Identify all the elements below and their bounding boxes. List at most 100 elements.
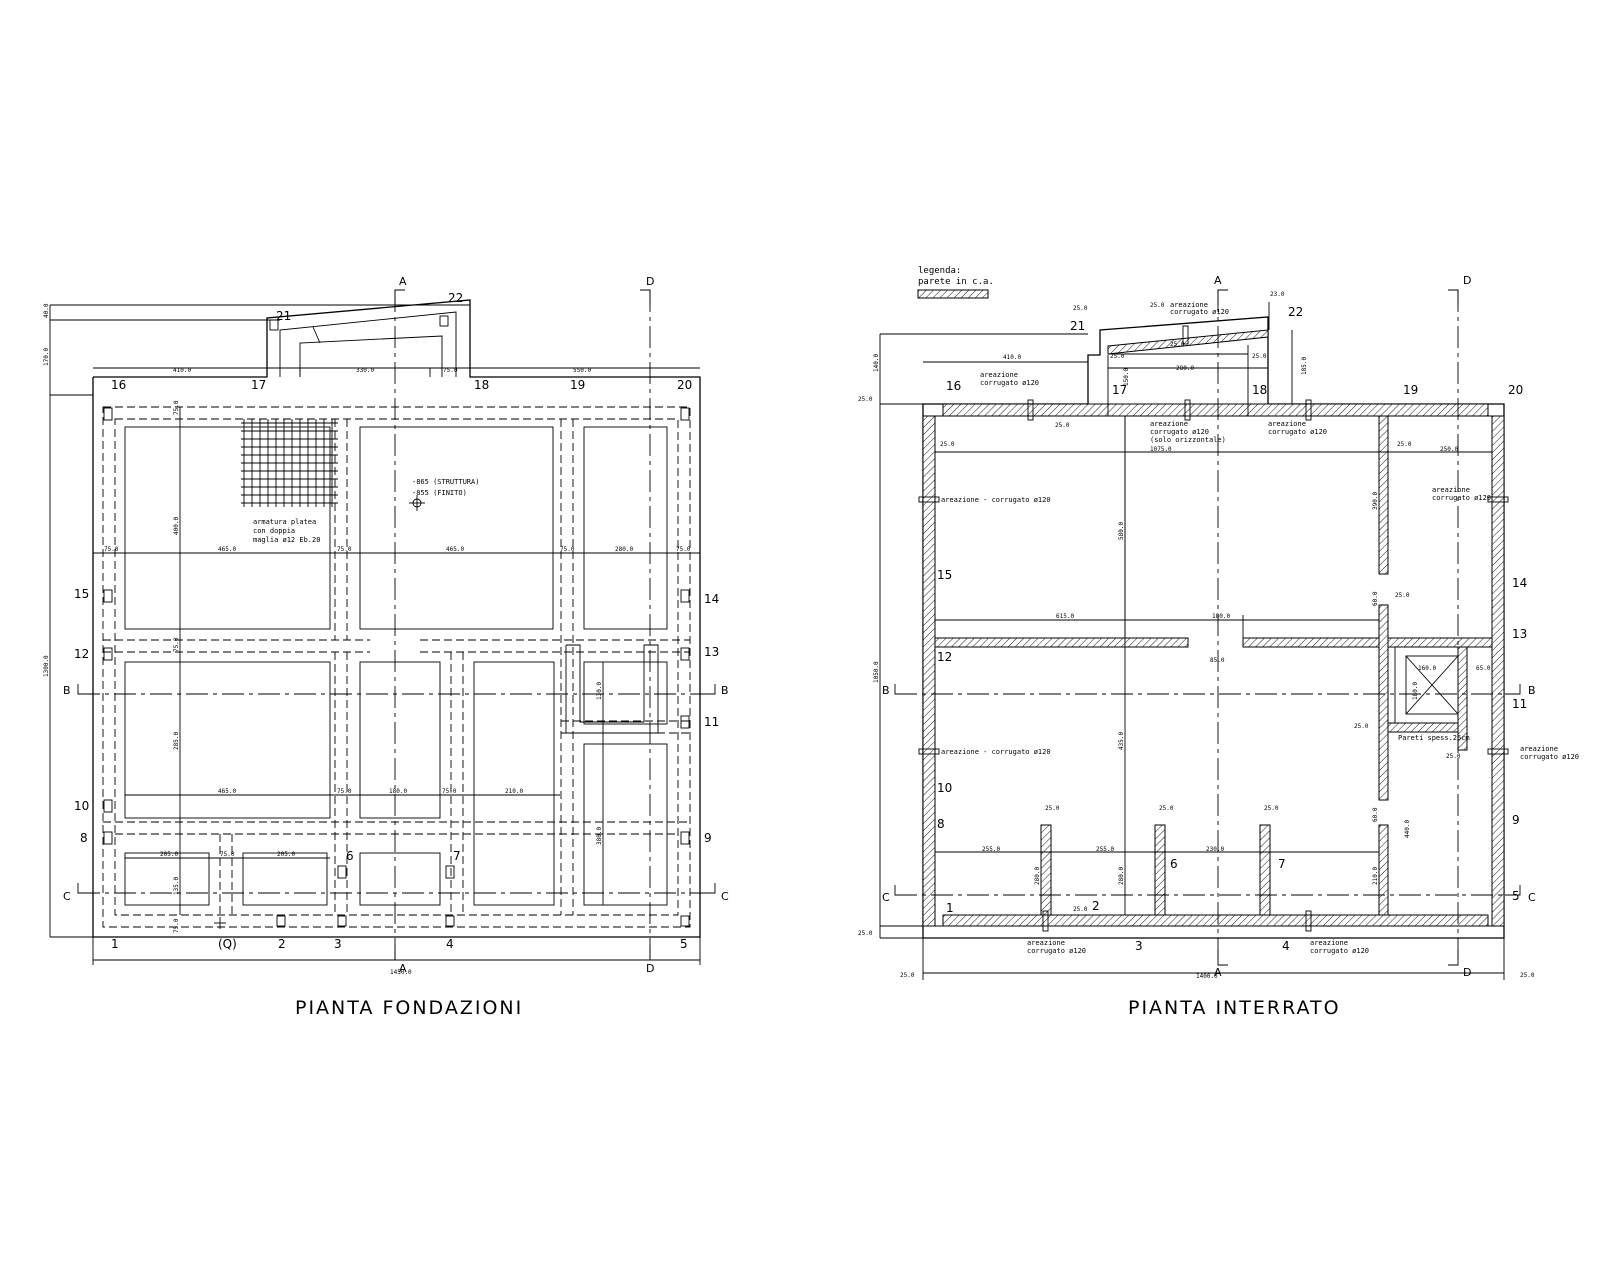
point-label: 21 [1070, 319, 1085, 333]
slab-note-line: con doppia [253, 527, 295, 535]
dim-label: 65.0 [1476, 665, 1491, 672]
point-label: 17 [251, 378, 266, 392]
point-label: 4 [446, 937, 454, 951]
section-b-left: B [882, 684, 890, 697]
basement-title: PIANTA INTERRATO [1128, 997, 1341, 1019]
dim-label: 25.0 [1045, 805, 1060, 812]
dim-label: 25.0 [1159, 805, 1174, 812]
dim-label: 180.0 [389, 788, 407, 795]
point-label: 8 [80, 831, 88, 845]
vent-note: areazione [980, 371, 1018, 379]
point-label: 12 [74, 647, 89, 661]
basement-dimension-labels: 1400.0 1050.0 140.0 25.0 25.0 25.0 25.0 … [858, 291, 1535, 980]
dim-label: 25.0 [1150, 302, 1165, 309]
section-d-top: D [646, 275, 654, 288]
point-label: 3 [334, 937, 342, 951]
point-label: 20 [677, 378, 692, 392]
dim-label: 255.0 [982, 846, 1000, 853]
dim-label: 140.0 [873, 354, 880, 372]
point-label: 20 [1508, 383, 1523, 397]
dim-label: 1050.0 [873, 661, 880, 683]
dim-label: 280.0 [1176, 365, 1194, 372]
dim-label: 75.0 [173, 918, 180, 933]
point-label: 7 [1278, 857, 1286, 871]
point-label: 16 [946, 379, 961, 393]
foundation-title: PIANTA FONDAZIONI [295, 997, 523, 1019]
dim-label: 75.0 [220, 851, 235, 858]
dim-label: 75.0 [104, 546, 119, 553]
point-label: 18 [1252, 383, 1267, 397]
section-c-left: C [882, 891, 890, 904]
basement-plan: legenda: parete in c.a. [858, 266, 1579, 1019]
point-label: 8 [937, 817, 945, 831]
point-label: 10 [74, 799, 89, 813]
legend: legenda: parete in c.a. [917, 266, 994, 299]
section-d-bottom: D [646, 962, 654, 975]
point-label: 13 [704, 645, 719, 659]
dim-label: 330.0 [356, 367, 374, 374]
dim-label: 465.0 [218, 546, 236, 553]
vent-note: areazione - corrugato ø120 [941, 496, 1051, 504]
dim-label: 180.0 [1212, 613, 1230, 620]
dim-label: 465.0 [446, 546, 464, 553]
point-label: 6 [1170, 857, 1178, 871]
point-label: 15 [74, 587, 89, 601]
dim-label: 550.0 [573, 367, 591, 374]
dim-label: 435.0 [1118, 732, 1125, 750]
basement-notes: areazione corrugato ø120 areazione corru… [941, 301, 1579, 955]
point-label: 5 [680, 937, 688, 951]
point-label-q: (Q) [218, 937, 237, 951]
dim-label: 25.0 [900, 972, 915, 979]
legend-item-label: parete in c.a. [918, 277, 994, 287]
dim-label: 160.0 [1418, 665, 1436, 672]
foundation-section-lines [77, 289, 716, 961]
dim-label: 170.0 [43, 348, 50, 366]
basement-inner-lines [1087, 330, 1269, 647]
dim-label: 60.0 [1372, 807, 1379, 822]
point-label: 7 [453, 849, 461, 863]
section-a-top: A [1214, 274, 1222, 287]
point-label: 2 [278, 937, 286, 951]
legend-hatch-swatch [917, 289, 989, 299]
dim-label: 400.0 [173, 517, 180, 535]
dim-label: 25.0 [1397, 441, 1412, 448]
dim-label: 75.0 [442, 788, 457, 795]
point-label: 12 [937, 650, 952, 664]
foundation-beams [102, 406, 691, 928]
point-label: 4 [1282, 939, 1290, 953]
foundation-dimensions [49, 304, 701, 965]
basement-walls [922, 329, 1505, 927]
dim-label: 280.0 [615, 546, 633, 553]
dim-label: 410.0 [173, 367, 191, 374]
point-label: 21 [276, 309, 291, 323]
dim-label: 1075.0 [1150, 446, 1172, 453]
foundation-notes: armatura platea con doppia maglia ø12 Eb… [253, 478, 479, 544]
point-label: 14 [1512, 576, 1527, 590]
dim-label: 25.0 [1264, 805, 1279, 812]
dim-label: 410.0 [1003, 354, 1021, 361]
point-label: 15 [937, 568, 952, 582]
point-label: 13 [1512, 627, 1527, 641]
vent-note: corrugato ø120 [1432, 494, 1491, 502]
lift-shaft [1394, 647, 1459, 723]
point-label: 14 [704, 592, 719, 606]
dim-label: 185.0 [1301, 357, 1308, 375]
point-label: 10 [937, 781, 952, 795]
section-d-top: D [1463, 274, 1471, 287]
section-a-top: A [399, 275, 407, 288]
basement-dimensions [879, 302, 1505, 980]
point-label: 1 [946, 901, 954, 915]
vent-note: corrugato ø120 [1268, 428, 1327, 436]
vent-note: corrugato ø120 [1310, 947, 1369, 955]
point-label: 17 [1112, 383, 1127, 397]
dim-label: 60.0 [1372, 591, 1379, 606]
dim-label: 250.0 [1440, 446, 1458, 453]
section-c-right: C [1528, 891, 1536, 904]
point-label: 19 [570, 378, 585, 392]
point-label: 1 [111, 937, 119, 951]
dim-label: 440.0 [1404, 820, 1411, 838]
walls-note: Pareti spess.25cm [1398, 734, 1470, 742]
vent-note: corrugato ø120 [980, 379, 1039, 387]
slab-note-line: armatura platea [253, 518, 316, 526]
vent-note: areazione [1310, 939, 1348, 947]
